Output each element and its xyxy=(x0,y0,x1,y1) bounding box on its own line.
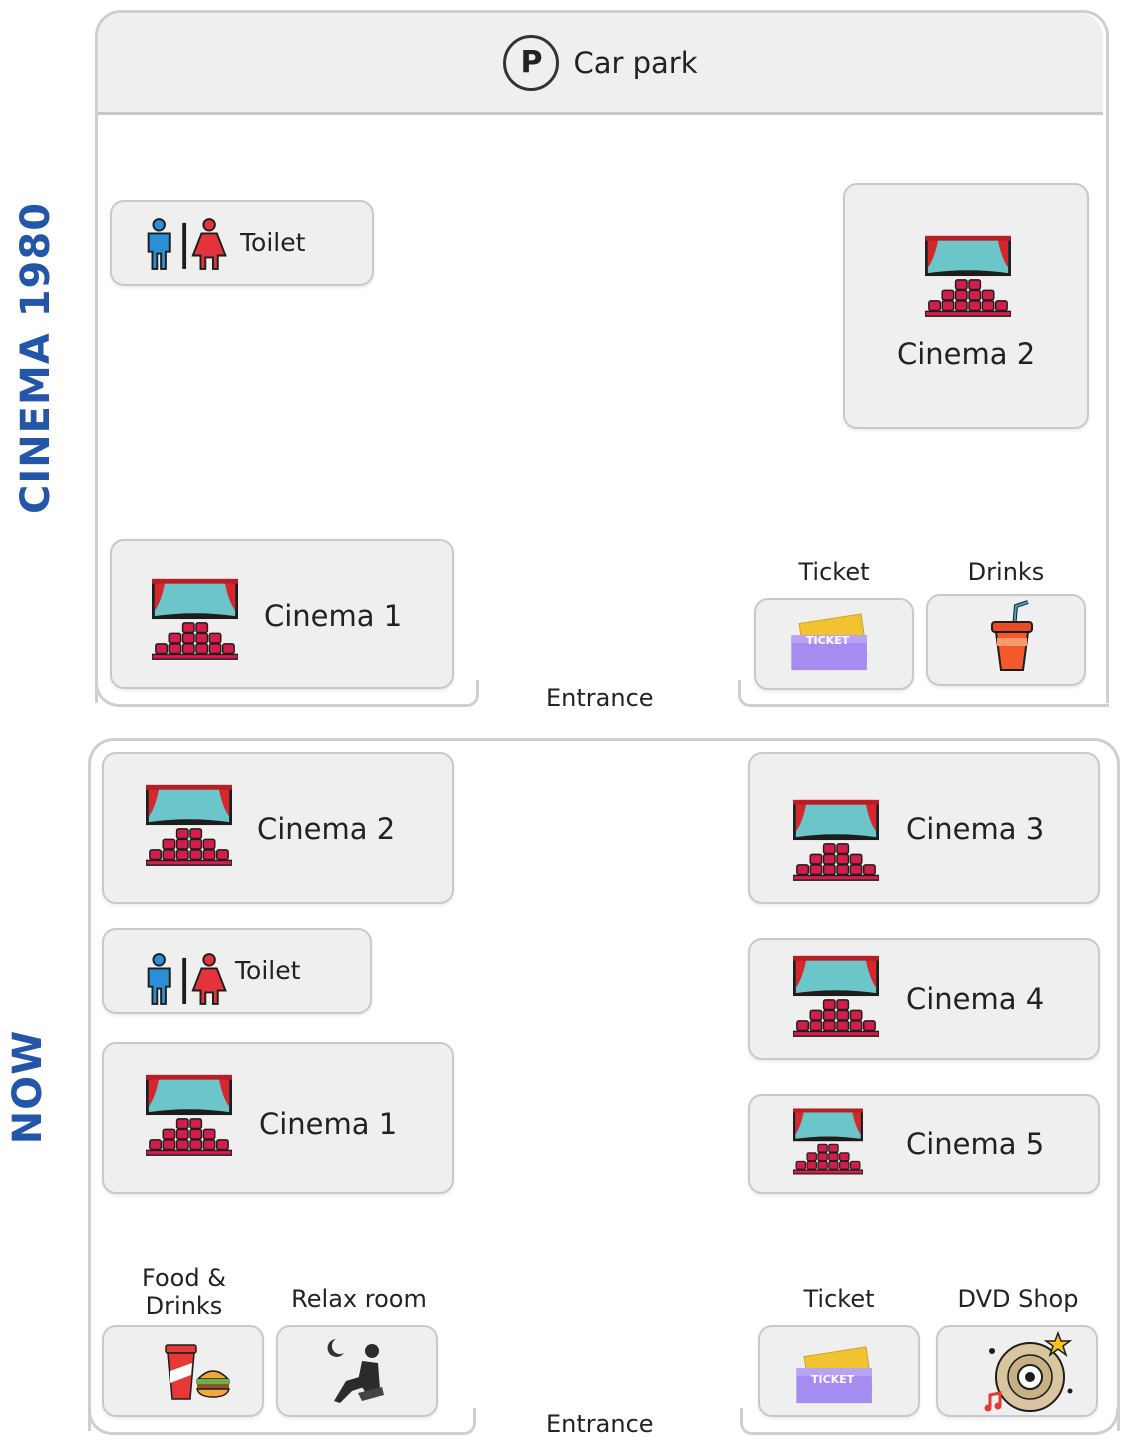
cinema-4-label: Cinema 4 xyxy=(906,982,1045,1016)
cinema-2-label: Cinema 2 xyxy=(257,812,396,846)
cinema-2-room-1980: Cinema 2 xyxy=(843,183,1089,429)
cinema-3-label: Cinema 3 xyxy=(906,812,1045,846)
parking-icon: P xyxy=(503,34,560,91)
food-drinks-caption-line2: Drinks xyxy=(145,1292,223,1320)
cinema-1-label: Cinema 1 xyxy=(264,599,403,633)
relax-room-caption: Relax room xyxy=(291,1285,427,1313)
car-park-area: P Car park xyxy=(98,13,1103,115)
toilet-label: Toilet xyxy=(240,228,306,257)
cinema-1-room-1980: Cinema 1 xyxy=(110,539,454,689)
toilet-icon xyxy=(140,217,236,271)
food-drinks-counter-now xyxy=(102,1325,264,1417)
ticket-counter-1980: TICKET xyxy=(754,598,914,690)
cinema-1-room-now: Cinema 1 xyxy=(102,1042,454,1194)
food-drinks-caption-line1: Food & xyxy=(142,1264,226,1292)
cinema-5-label: Cinema 5 xyxy=(906,1127,1045,1161)
era-label-cinema-1980: CINEMA 1980 xyxy=(13,201,59,515)
food-drinks-icon xyxy=(165,1344,230,1400)
entrance-label-1980: Entrance xyxy=(546,684,654,712)
toilet-icon xyxy=(140,952,236,1006)
cinema-1-label: Cinema 1 xyxy=(259,1107,398,1141)
ticket-counter-now: TICKET xyxy=(758,1325,920,1417)
drink-cup-icon xyxy=(991,600,1033,671)
toilet-room-1980: Toilet xyxy=(110,200,374,286)
cinema-icon xyxy=(146,784,232,868)
dvd-shop-now xyxy=(936,1325,1098,1417)
cinema-4-room-now: Cinema 4 xyxy=(748,938,1100,1060)
wall-left-now xyxy=(88,1408,476,1435)
ticket-text: TICKET xyxy=(806,634,850,647)
car-park-label: Car park xyxy=(573,45,698,80)
cinema-icon xyxy=(793,1108,863,1176)
drinks-counter-1980 xyxy=(926,594,1086,686)
cinema-5-room-now: Cinema 5 xyxy=(748,1094,1100,1194)
cinema-icon xyxy=(925,235,1011,319)
cinema-2-label: Cinema 2 xyxy=(897,337,1036,371)
cinema-3-room-now: Cinema 3 xyxy=(748,752,1100,904)
cinema-2-room-now: Cinema 2 xyxy=(102,752,454,904)
cinema-icon xyxy=(146,1074,232,1158)
toilet-room-now: Toilet xyxy=(102,928,372,1014)
ticket-caption: Ticket xyxy=(803,1285,875,1313)
era-label-now: NOW xyxy=(5,1029,51,1145)
wall-right-1980 xyxy=(738,680,1109,707)
toilet-label: Toilet xyxy=(235,956,301,985)
wall-left-1980 xyxy=(95,680,479,707)
relax-room-now xyxy=(276,1325,438,1417)
cinema-icon xyxy=(793,955,879,1039)
ticket-caption: Ticket xyxy=(798,558,870,586)
dvd-disc-icon xyxy=(984,1330,1073,1412)
dvd-shop-caption: DVD Shop xyxy=(957,1285,1079,1313)
relax-chair-icon xyxy=(327,1339,384,1403)
cinema-icon xyxy=(793,799,879,883)
drinks-caption: Drinks xyxy=(967,558,1045,586)
entrance-label-now: Entrance xyxy=(546,1410,654,1438)
ticket-text: TICKET xyxy=(811,1373,855,1386)
cinema-icon xyxy=(152,578,238,662)
